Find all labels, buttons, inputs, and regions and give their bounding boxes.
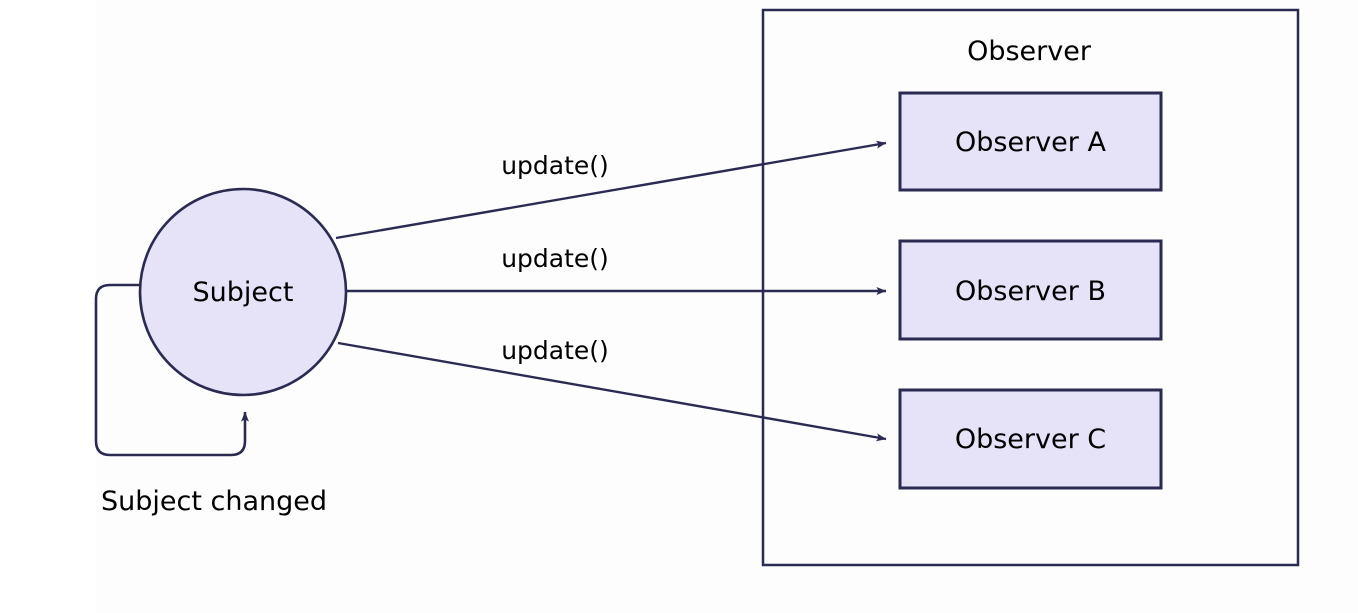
- subject-changed-caption: Subject changed: [100, 486, 328, 517]
- subject-node-label: Subject: [192, 277, 294, 308]
- subject-node[interactable]: [138, 187, 348, 397]
- edge-subject-to-observer-a: [335, 140, 887, 240]
- edge-subject-to-observer-c: [337, 341, 887, 442]
- observer-box-c-label: Observer C: [954, 424, 1107, 455]
- observer-box-c[interactable]: [898, 388, 1163, 490]
- edge-label-update-c: update(): [501, 336, 609, 365]
- edge-label-update-b: update(): [501, 244, 609, 273]
- observer-box-a[interactable]: [898, 91, 1163, 192]
- observer-box-a-label: Observer A: [955, 127, 1106, 158]
- observer-container-frame: [761, 8, 1300, 567]
- self-loop-path: [94, 283, 249, 457]
- observer-container-title: Observer: [967, 36, 1091, 67]
- observer-box-b-label: Observer B: [955, 276, 1106, 307]
- edge-label-update-a: update(): [501, 151, 609, 180]
- observer-box-b[interactable]: [898, 239, 1163, 341]
